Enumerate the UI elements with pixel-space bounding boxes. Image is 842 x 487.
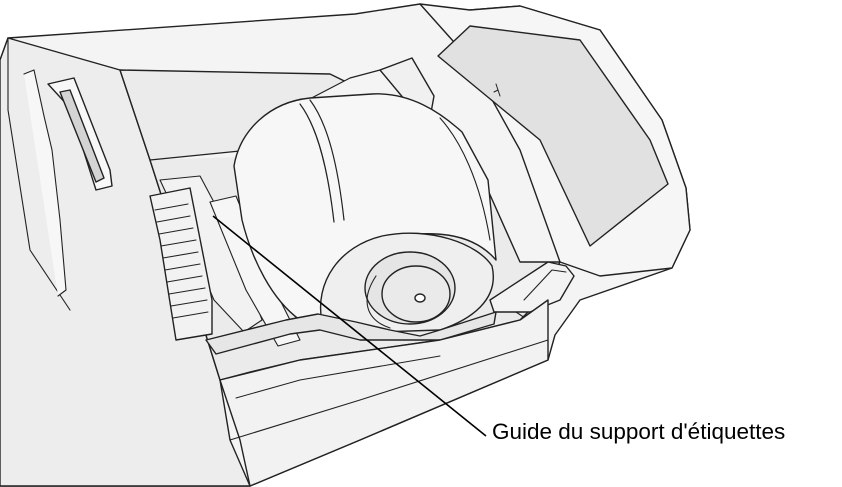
roll-hole [414,293,426,303]
lid-panel [437,25,669,247]
callout-leader-line [212,215,487,437]
ribbed-comb [149,187,213,341]
spindle-arm [489,261,575,313]
media-guide [205,311,497,355]
side-slot [47,77,113,191]
callout-label: Guide du support d'étiquettes [492,419,786,444]
label-roll [233,93,497,333]
